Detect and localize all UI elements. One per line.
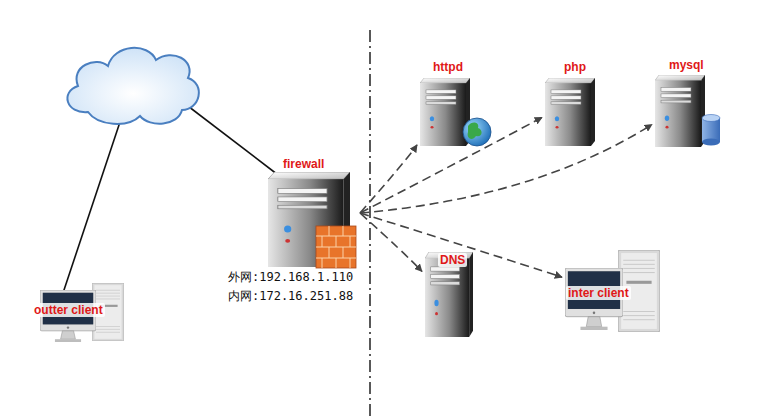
node-label: httpd — [431, 60, 465, 74]
inner-client: inter client — [565, 250, 660, 334]
node-label: mysql — [667, 58, 706, 72]
outer-client: outter client — [32, 283, 126, 343]
dns-server: DNS — [425, 250, 475, 338]
dashed-arrow — [360, 213, 422, 272]
php-server: php — [545, 60, 597, 148]
ip-address: 内网:172.16.251.88 — [228, 289, 353, 303]
ip-address: 外网:192.168.1.110 — [228, 270, 353, 284]
web-server: httpd — [420, 60, 492, 148]
node-label: DNS — [438, 253, 467, 267]
dashed-arrow — [360, 213, 562, 277]
node-label: inter client — [566, 286, 631, 300]
firewall-server: firewall 外网:192.168.1.110 内网:172.16.251.88 — [228, 157, 358, 303]
dashed-arrow — [360, 145, 417, 213]
node-label: outter client — [32, 303, 105, 317]
dashed-arrow — [360, 124, 652, 213]
database-server: mysql — [655, 58, 725, 148]
dashed-arrow — [360, 117, 542, 213]
node-label: firewall — [281, 157, 326, 171]
node-label: php — [562, 60, 588, 74]
